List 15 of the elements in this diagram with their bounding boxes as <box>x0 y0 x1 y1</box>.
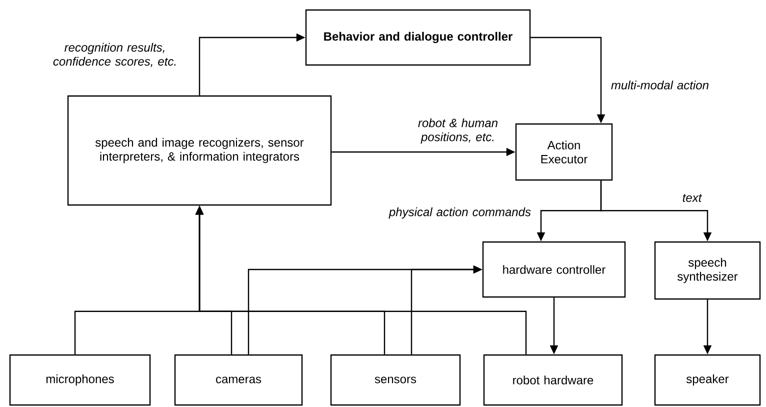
process-box: sensors <box>330 354 461 406</box>
process-box: speech synthesizer <box>654 241 761 300</box>
edge-label: recognition results, confidence scores, etc. <box>53 42 176 68</box>
process-box: speech and image recognizers, sensor interpreters, & information integrators <box>67 95 332 206</box>
process-box: Action Executor <box>515 123 613 181</box>
edge-label: robot & human positions, etc. <box>418 118 498 144</box>
edge-label: physical action commands <box>388 207 531 219</box>
process-box: hardware controller <box>482 241 626 298</box>
edge-label: text <box>682 194 702 202</box>
process-box: Behavior and dialogue controller <box>305 9 531 66</box>
process-box: speaker <box>654 354 761 406</box>
process-box: microphones <box>9 354 151 406</box>
edge-label: multi-modal action <box>611 80 708 90</box>
process-box: robot hardware <box>483 354 623 406</box>
process-box: cameras <box>174 354 303 406</box>
